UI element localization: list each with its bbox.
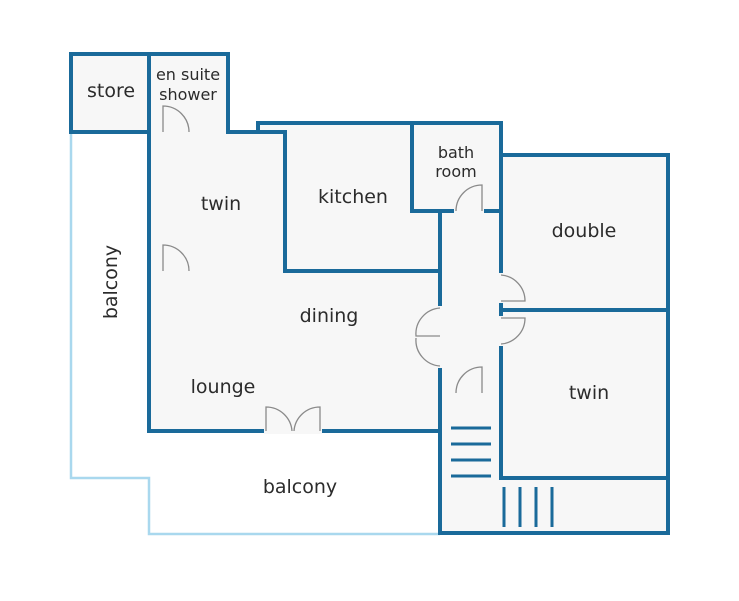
doors [161,105,526,434]
label-twin-lower: twin [569,382,609,404]
label-store: store [87,80,135,102]
door-twin-lower [500,317,526,345]
label-room: room [435,162,476,181]
label-balcony-left: balcony [100,245,122,319]
door-double [500,274,526,302]
door-stairwell [455,366,483,394]
walls [69,52,670,535]
label-lounge: lounge [191,376,256,398]
door-lounge-balcony [265,406,321,432]
label-double: double [552,220,617,242]
label-bath: bath [438,143,474,162]
label-dining: dining [300,305,359,327]
label-twin-upper: twin [201,193,241,215]
balcony-left-outline [69,132,440,536]
label-en-suite: en suite [156,65,220,84]
label-balcony-bottom: balcony [263,476,337,498]
door-twin-upper [162,244,190,272]
stairs [451,426,554,527]
label-kitchen: kitchen [318,186,388,208]
door-dining-corridor [415,307,441,367]
room-fills [71,54,668,533]
door-bathroom [455,184,483,212]
door-en-suite [162,105,190,133]
label-shower: shower [159,85,217,104]
